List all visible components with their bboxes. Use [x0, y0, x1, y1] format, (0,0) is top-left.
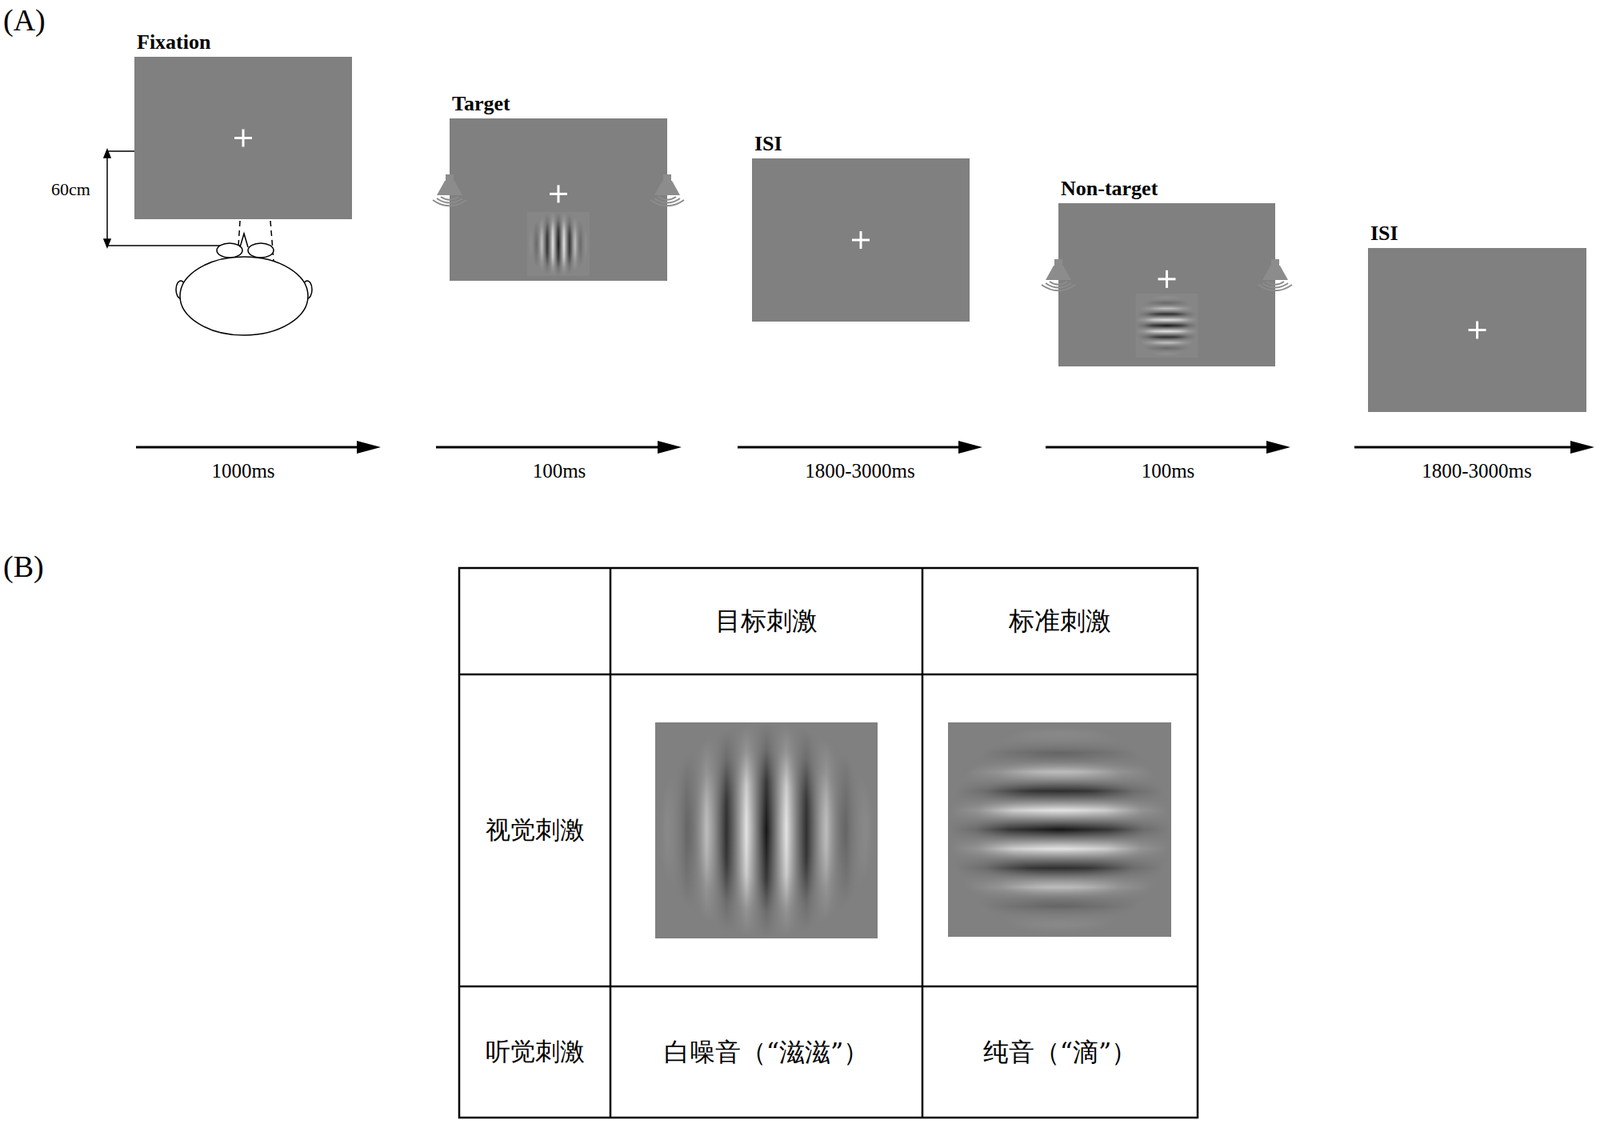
screen-content [1058, 203, 1276, 367]
vertical-gabor [655, 722, 878, 939]
table-header: 标准刺激 [922, 568, 1198, 675]
table-cell: 白噪音（“滋滋”） [610, 986, 923, 1118]
speaker-icon [1041, 259, 1292, 291]
gabor-patch [1136, 293, 1199, 358]
fixation-cross [234, 129, 252, 148]
table-row-header: 视觉刺激 [459, 674, 611, 987]
screen-content [134, 56, 352, 220]
screen-content [449, 118, 668, 281]
observer-head [176, 220, 312, 336]
screen-title: Fixation [136, 30, 211, 55]
horizontal-gabor [948, 722, 1172, 937]
duration-label: 1800-3000ms [804, 459, 916, 484]
fixation-cross [549, 184, 568, 203]
fixation-cross [1468, 321, 1487, 340]
table-row-header: 听觉刺激 [459, 986, 611, 1118]
duration-label: 100ms [532, 459, 587, 484]
table-header: 目标刺激 [610, 568, 923, 675]
screen: Target [449, 118, 668, 281]
fixation-cross [852, 231, 870, 249]
panel-label: (B) [3, 548, 44, 585]
screen-title: ISI [1370, 221, 1399, 246]
panel-label: (A) [3, 1, 46, 39]
screen-title: Target [452, 92, 511, 116]
duration-label: 1800-3000ms [1421, 459, 1532, 484]
screen: Non-target [1058, 203, 1276, 367]
dimension-label: 60cm [51, 179, 91, 200]
fixation-cross [1158, 270, 1176, 288]
speaker-icon [432, 174, 684, 206]
screen: ISI [1368, 248, 1587, 412]
duration-label: 100ms [1141, 459, 1196, 484]
screen-content [1368, 248, 1587, 412]
table-cell: 纯音（“滴”） [922, 986, 1198, 1118]
screen: Fixation [134, 56, 352, 220]
stimulus-table [459, 568, 1198, 1118]
screen-title: Non-target [1060, 176, 1158, 201]
time-arrows [136, 440, 1595, 454]
screen: ISI [752, 158, 970, 322]
duration-label: 1000ms [211, 459, 275, 484]
screen-title: ISI [754, 132, 783, 156]
screen-content [752, 158, 970, 322]
gabor-patch [527, 212, 590, 276]
